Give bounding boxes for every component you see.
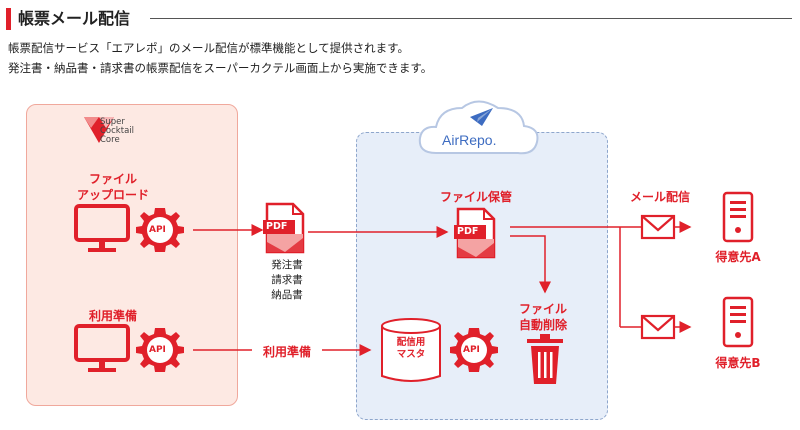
database-icon: [381, 318, 441, 382]
storage-label: ファイル保管: [439, 190, 512, 204]
cloud-icon: [418, 100, 539, 155]
recipient-a: 得意先A: [715, 250, 761, 264]
recipient-b: 得意先B: [715, 356, 761, 370]
api-badge: API: [149, 345, 166, 355]
logo-line: Core: [100, 135, 120, 145]
upload-label-1: ファイル: [88, 172, 137, 186]
upload-label-2: アップロード: [76, 188, 149, 202]
header-accent-bar: [6, 8, 11, 30]
header-rule: [150, 18, 792, 19]
master-label: 配信用 マスタ: [385, 337, 437, 361]
mail-delivery-label: メール配信: [629, 190, 690, 204]
description-line-1: 帳票配信サービス「エアレポ」のメール配信が標準機能として提供されます。: [8, 41, 410, 55]
monitor-icon: [74, 324, 130, 374]
master-label-line: マスタ: [396, 349, 426, 360]
page-title: 帳票メール配信: [18, 9, 131, 28]
monitor-icon: [74, 204, 130, 254]
envelope-icon: [640, 214, 676, 240]
triangle-logo-icon: [84, 117, 114, 143]
pdf-badge: PDF: [457, 226, 479, 237]
logo-line: Super: [100, 117, 125, 127]
airrepo-logo: AirRepo.: [442, 132, 497, 148]
prep-label: 利用準備: [88, 309, 137, 323]
api-badge: API: [463, 345, 480, 355]
delete-arrow: [510, 235, 551, 294]
super-cocktail-panel: [26, 104, 238, 406]
master-label-line: 配信用: [396, 337, 426, 348]
api-badge: API: [149, 225, 166, 235]
prep-arrow-label: 利用準備: [252, 343, 322, 360]
super-cocktail-logo: Super Cocktail Core: [100, 118, 134, 145]
description-line-2: 発注書・納品書・請求書の帳票配信をスーパーカクテル画面上から実施できます。: [8, 61, 433, 75]
delete-label-2: 自動削除: [518, 318, 567, 332]
server-icon: [722, 296, 754, 348]
logo-line: Cocktail: [100, 126, 134, 136]
delete-label-1: ファイル: [518, 302, 567, 316]
pdf-badge: PDF: [266, 221, 288, 232]
server-icon: [722, 191, 754, 243]
doc-type-po: 発注書: [271, 259, 303, 271]
trash-icon: [527, 334, 563, 384]
paper-plane-icon: [470, 108, 493, 126]
doc-type-invoice: 請求書: [271, 274, 303, 286]
envelope-icon: [640, 314, 676, 340]
doc-type-delivery: 納品書: [271, 289, 303, 301]
